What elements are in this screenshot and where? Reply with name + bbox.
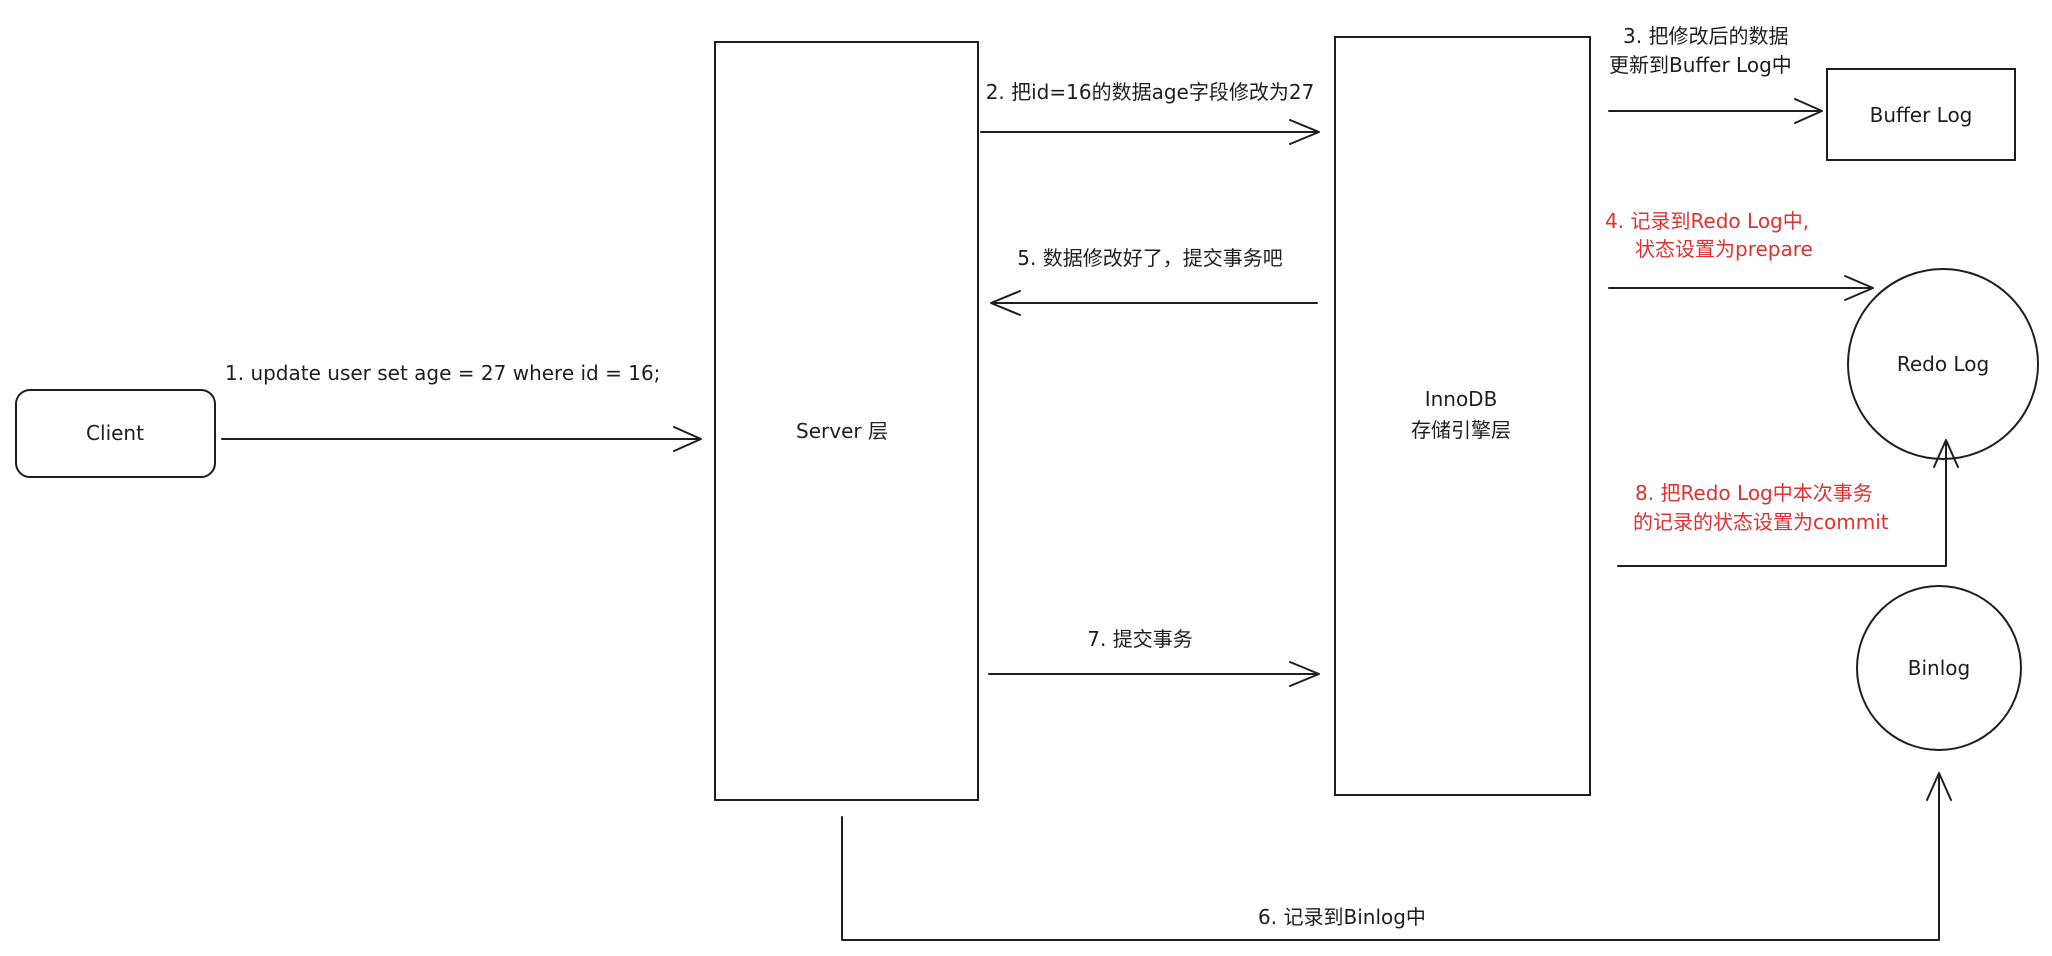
server-box: [714, 41, 979, 801]
buffer-log-node[interactable]: Buffer Log: [1826, 68, 2016, 161]
step-4-label-line1: 4. 记录到Redo Log中,: [1605, 209, 1809, 233]
server-label: Server 层: [796, 419, 888, 443]
binlog-label: Binlog: [1908, 656, 1970, 680]
buffer-log-label: Buffer Log: [1870, 103, 1973, 127]
step-6-label: 6. 记录到Binlog中: [1258, 905, 1426, 929]
binlog-circle: [1856, 585, 2022, 751]
step-8-label-line1: 8. 把Redo Log中本次事务: [1635, 481, 1873, 505]
redo-log-node[interactable]: Redo Log: [1847, 268, 2039, 460]
innodb-box: [1334, 36, 1591, 796]
step-7-label: 7. 提交事务: [1087, 627, 1192, 651]
step-2-label: 2. 把id=16的数据age字段修改为27: [986, 80, 1315, 104]
client-node[interactable]: Client: [15, 389, 216, 478]
innodb-node[interactable]: InnoDB 存储引擎层: [1334, 36, 1591, 796]
step-3-label-line1: 3. 把修改后的数据: [1623, 24, 1788, 48]
buffer-log-box: [1826, 68, 2016, 161]
step-3-label-line2: 更新到Buffer Log中: [1609, 53, 1792, 77]
arrow-step-1: 1. update user set age = 27 where id = 1…: [221, 361, 702, 452]
arrow-step-4: 4. 记录到Redo Log中, 状态设置为prepare: [1605, 209, 1874, 301]
step-8-label-line2: 的记录的状态设置为commit: [1633, 510, 1889, 534]
redo-log-circle: [1847, 268, 2039, 460]
step-1-label: 1. update user set age = 27 where id = 1…: [225, 361, 660, 385]
redo-log-label: Redo Log: [1897, 352, 1989, 376]
innodb-label-line1: InnoDB: [1425, 387, 1498, 411]
arrow-step-7: 7. 提交事务: [988, 627, 1320, 687]
binlog-node[interactable]: Binlog: [1856, 585, 2022, 751]
arrow-step-8: 8. 把Redo Log中本次事务 的记录的状态设置为commit: [1617, 439, 1959, 567]
arrow-step-3: 3. 把修改后的数据 更新到Buffer Log中: [1608, 24, 1823, 124]
step-5-label: 5. 数据修改好了，提交事务吧: [1017, 246, 1282, 270]
innodb-label-line2: 存储引擎层: [1411, 418, 1511, 442]
arrow-step-5: 5. 数据修改好了，提交事务吧: [990, 246, 1318, 316]
arrow-step-2: 2. 把id=16的数据age字段修改为27: [980, 80, 1320, 145]
step-4-label-line2: 状态设置为prepare: [1635, 237, 1813, 261]
client-label: Client: [86, 421, 144, 445]
server-node[interactable]: Server 层: [714, 41, 979, 801]
arrow-step-6: 6. 记录到Binlog中: [841, 772, 1952, 941]
client-box: [15, 389, 216, 478]
